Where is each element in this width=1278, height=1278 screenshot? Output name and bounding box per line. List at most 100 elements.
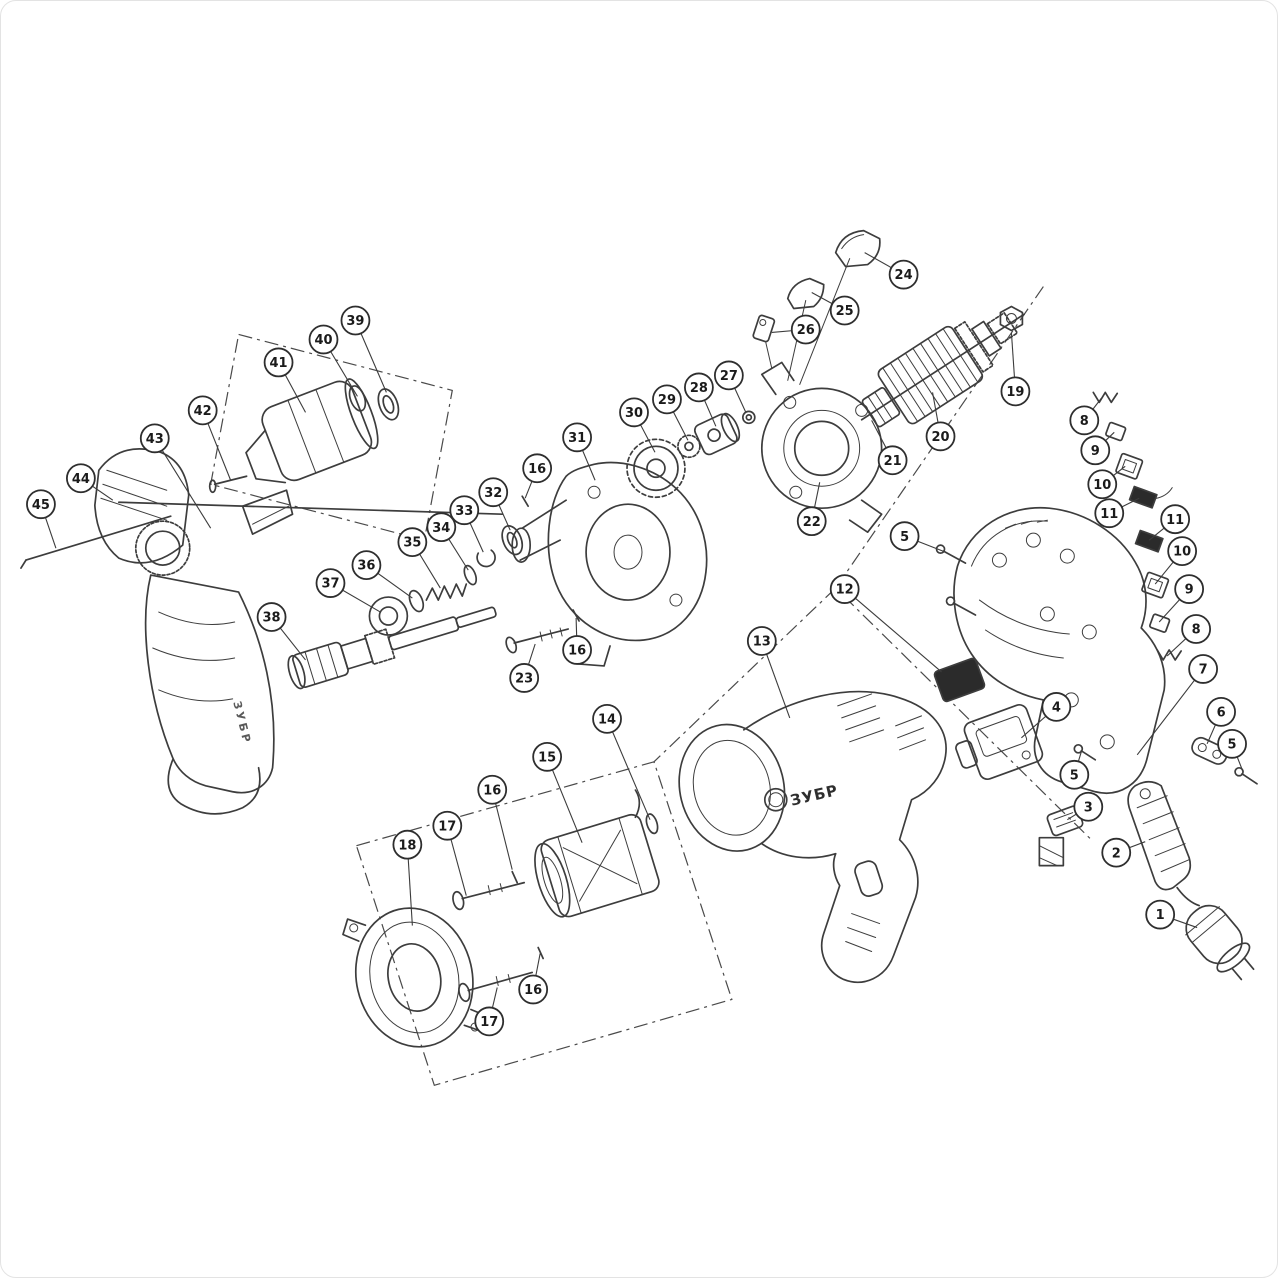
callout-42: 42 [187,395,232,481]
callout-number-40: 40 [314,333,332,348]
callout-number-20: 20 [931,430,949,445]
callout-balloon-31 [562,422,592,453]
callout-leader-7 [1136,668,1204,756]
callout-balloon-22 [796,506,827,537]
chain-line-center [653,587,837,763]
part-brush-11b [1134,529,1164,553]
callout-number-5: 5 [1228,737,1237,752]
callout-balloon-20 [925,421,956,452]
callout-41: 41 [263,347,307,413]
callout-6: 6 [1206,697,1236,745]
callout-balloon-4 [1041,692,1072,722]
part-screw-17b [458,971,534,1003]
callout-balloon-35 [397,527,428,558]
callout-number-17: 17 [480,1015,498,1030]
part-bearing-support [760,361,883,534]
callout-number-35: 35 [403,536,421,551]
callout-balloon-26 [790,314,821,345]
part-clip-9a [1105,421,1127,442]
callout-balloon-36 [351,550,382,580]
callout-16: 16 [518,953,549,1005]
callout-number-2: 2 [1112,846,1121,861]
callout-number-29: 29 [658,393,676,408]
part-chuck [245,378,379,484]
callout-18: 18 [392,829,423,926]
callout-number-10: 10 [1173,545,1191,560]
callout-34: 34 [426,512,469,571]
callout-13: 13 [746,626,791,719]
callout-number-12: 12 [836,583,854,598]
callout-number-42: 42 [194,404,212,419]
callout-10: 10 [1087,465,1126,500]
callout-number-8: 8 [1192,623,1201,638]
callout-balloon-37 [315,568,346,598]
part-bracket-26 [752,314,776,369]
part-washer-36 [408,589,425,613]
callout-number-8: 8 [1080,414,1089,429]
callout-11: 11 [1148,504,1191,541]
callout-number-22: 22 [803,515,821,530]
callout-5: 5 [1059,751,1090,790]
callout-balloon-41 [263,347,294,378]
part-brush-spring-8a [1092,391,1119,404]
callout-balloon-42 [187,395,218,426]
callout-balloon-2 [1101,837,1132,868]
callout-16: 16 [477,774,513,870]
callout-number-21: 21 [884,454,902,469]
callout-balloon-43 [139,423,170,454]
callout-number-43: 43 [146,432,164,447]
callout-number-26: 26 [797,323,815,338]
part-washer-34 [463,564,478,586]
callout-9: 9 [1158,574,1205,623]
part-deflector-25 [786,277,825,310]
part-circlip-33 [476,549,496,568]
callout-14: 14 [592,703,651,820]
callout-8: 8 [1069,398,1102,436]
callout-number-16: 16 [528,462,546,477]
part-deflector-24 [834,229,881,268]
part-washer-40 [348,385,367,412]
assembly-line-24 [799,258,851,385]
part-holder-12 [933,657,986,703]
callout-number-3: 3 [1084,800,1093,815]
part-washer-14 [645,813,659,835]
callout-8: 8 [1166,614,1212,657]
callout-23: 23 [509,643,540,693]
callout-number-27: 27 [720,369,738,384]
callout-number-11: 11 [1166,513,1184,528]
callout-31: 31 [562,422,596,481]
callout-balloon-40 [308,324,339,355]
callout-number-10: 10 [1093,478,1111,493]
callout-balloon-5 [1059,759,1090,790]
callout-32: 32 [478,477,511,531]
part-terminal-6 [1191,736,1228,765]
part-cord-guard-2 [1127,780,1192,891]
callout-5: 5 [889,521,946,553]
callout-balloon-38 [256,602,287,632]
callout-balloon-19 [1000,376,1031,407]
callout-balloon-45 [26,489,56,520]
handle-brand-text: ЗУБР [230,700,253,746]
callout-25: 25 [811,292,860,326]
part-switch-4 [955,704,1044,781]
part-depth-rod [20,515,172,569]
callout-35: 35 [397,527,441,589]
housing-brand-text: ЗУБР [789,781,840,809]
callout-number-13: 13 [753,635,771,650]
callout-balloon-3 [1073,791,1104,822]
callout-number-5: 5 [900,530,909,545]
callout-balloon-9 [1080,435,1111,466]
callout-balloon-16 [518,974,549,1005]
callout-number-7: 7 [1199,663,1208,678]
callout-balloon-17 [474,1006,505,1037]
callout-16: 16 [562,618,592,665]
callout-37: 37 [315,568,381,613]
callout-number-9: 9 [1185,583,1194,598]
callout-number-32: 32 [484,486,502,501]
part-plug-1 [1176,886,1255,981]
part-spring-35 [425,583,468,601]
callout-number-24: 24 [895,268,913,283]
callout-balloon-6 [1206,697,1236,727]
callout-number-36: 36 [357,559,375,574]
